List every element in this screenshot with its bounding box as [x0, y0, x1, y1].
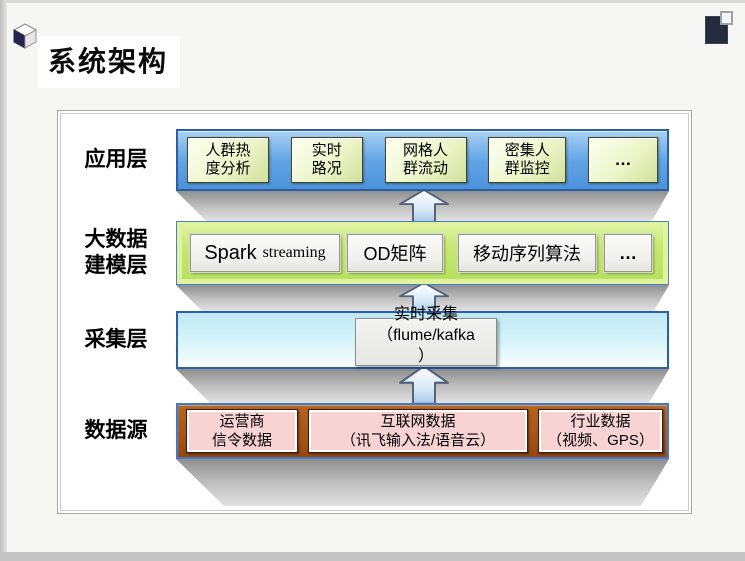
modeling-layer-band: Spark streaming OD矩阵 移动序列算法 …: [176, 221, 669, 285]
up-arrow-icon: [399, 189, 449, 223]
app-box-text: 度分析: [205, 160, 251, 177]
app-box-text: 人群热: [205, 142, 251, 159]
label-modeling-layer: 大数据 建模层: [60, 227, 172, 279]
app-box-text: 实时: [311, 142, 342, 159]
shadow-under-datasource-band: [176, 459, 669, 506]
model-box-od-matrix: OD矩阵: [347, 234, 443, 272]
data-box-text: （讯飞输入法/语音云）: [340, 432, 496, 449]
app-box-text: 群监控: [504, 160, 550, 177]
collect-box-text: 实时采集 （flume/kafka ）: [356, 304, 496, 367]
data-box-text: 运营商: [219, 413, 265, 430]
collect-box-line1: 实时采集: [393, 306, 458, 323]
data-box-operator-signaling: 运营商 信令数据: [186, 409, 298, 453]
slide-corner-small-square-icon: [720, 11, 733, 25]
application-layer-band: 人群热 度分析 实时 路况 网格人 群流动 密集人 群监控 …: [176, 129, 669, 191]
collect-box-realtime-flume-kafka: 实时采集 （flume/kafka ）: [355, 306, 497, 366]
app-box-text: 密集人: [504, 142, 550, 159]
cube-bullet-icon: [12, 23, 38, 49]
slide-top-edge: [0, 0, 745, 3]
data-box-text: 行业数据: [570, 413, 631, 430]
model-box-text: 移动序列算法: [473, 244, 581, 264]
app-box-dense-crowd-monitoring: 密集人 群监控: [488, 137, 567, 183]
architecture-diagram-panel: 应用层 大数据 建模层 采集层 数据源 人群热 度分析 实时 路况 网格人 群流…: [57, 110, 692, 514]
label-datasource-layer: 数据源: [84, 419, 148, 442]
label-application-layer: 应用层: [84, 148, 148, 171]
model-box-text: …: [619, 242, 637, 263]
model-box-text: OD矩阵: [363, 244, 427, 264]
label-modeling-line2: 建模层: [84, 254, 148, 277]
app-box-grid-crowd-flow: 网格人 群流动: [384, 137, 467, 183]
model-box-subtext: streaming: [262, 244, 326, 261]
model-box-text: Spark: [204, 241, 257, 264]
model-box-mobile-sequence-algorithm: 移动序列算法: [458, 234, 596, 272]
datasource-layer-band: 运营商 信令数据 互联网数据 （讯飞输入法/语音云） 行业数据 （视频、GPS）: [176, 403, 669, 459]
collection-layer-band: 实时采集 （flume/kafka ）: [176, 306, 669, 369]
slide-left-edge: [0, 0, 7, 561]
data-box-internet-data: 互联网数据 （讯飞输入法/语音云）: [308, 409, 528, 453]
app-box-text: 群流动: [402, 160, 448, 177]
app-box-text: 网格人: [402, 142, 448, 159]
model-box-ellipsis: …: [604, 234, 652, 272]
app-box-realtime-traffic: 实时 路况: [290, 137, 363, 183]
app-box-ellipsis: …: [588, 137, 658, 183]
label-collection-layer: 采集层: [84, 328, 148, 351]
page-title: 系统架构: [38, 36, 181, 88]
app-box-crowd-heat-analysis: 人群热 度分析: [187, 137, 269, 183]
model-box-spark-streaming: Spark streaming: [190, 234, 340, 272]
up-arrow-icon: [399, 365, 449, 405]
data-box-text: （视频、GPS）: [547, 432, 654, 449]
collect-box-line3: ）: [417, 348, 434, 365]
data-box-text: 信令数据: [211, 432, 272, 449]
app-box-text: 路况: [311, 160, 342, 177]
label-modeling-line1: 大数据: [84, 228, 148, 251]
collect-box-line2: （flume/kafka: [377, 327, 475, 344]
data-box-text: 互联网数据: [380, 413, 456, 430]
app-box-text: …: [614, 150, 632, 169]
data-box-industry-data: 行业数据 （视频、GPS）: [538, 409, 663, 453]
slide-bottom-edge: [0, 552, 745, 561]
